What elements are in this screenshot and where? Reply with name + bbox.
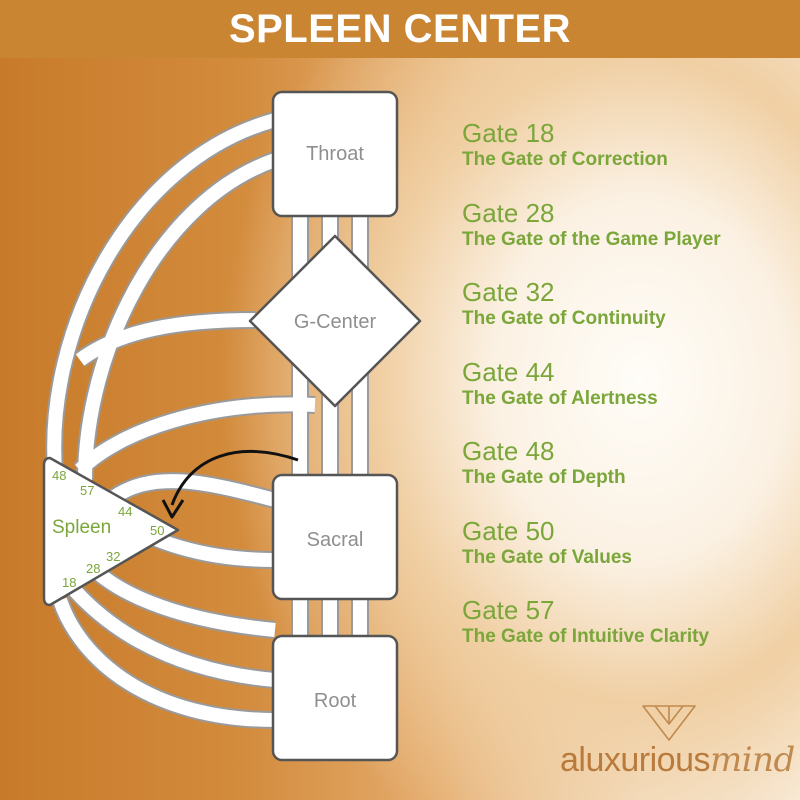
gate-label-48: 48 [52,468,66,483]
gate-number: Gate 44 [462,356,555,387]
root-label: Root [314,690,357,712]
gate-name: The Gate of the Game Player [462,228,721,250]
logo-mark-icon [642,705,696,741]
logo-script-text: mind [709,740,795,780]
gate-number: Gate 50 [462,515,555,546]
brand-logo: aluxuriousmind [560,700,795,790]
spleen-label: Spleen [52,517,111,538]
pointer-arrow [161,449,299,519]
gate-number: Gate 57 [462,595,555,625]
gate-name: The Gate of Correction [462,149,668,170]
gate-item: Gate 32 The Gate of Continuity [462,277,792,357]
gate-name: The Gate of Intuitive Clarity [462,626,710,647]
gate-name: The Gate of Alertness [462,387,658,409]
page-title: SPLEEN CENTER [228,6,572,51]
gate-name: The Gate of Values [462,546,632,568]
logo-main-text: aluxurious [560,741,710,779]
gate-item: Gate 18 The Gate of Correction [462,118,792,198]
sacral-label: Sacral [307,529,364,551]
throat-center: Throat [271,90,399,218]
gate-name: The Gate of Depth [462,467,626,488]
gate-item: Gate 44 The Gate of Alertness [462,357,792,437]
g-center: G-Center [248,234,422,408]
gate-list: Gate 18 The Gate of Correction Gate 28 T… [462,118,792,675]
gate-item: Gate 50 The Gate of Values [462,516,792,596]
gate-label-28: 28 [86,561,100,576]
gate-item: Gate 57 The Gate of Intuitive Clarity [462,595,792,675]
title-bar: SPLEEN CENTER [0,0,800,58]
gate-label-50: 50 [150,523,164,538]
sacral-center: Sacral [271,473,399,601]
gate-number: Gate 18 [462,118,555,148]
gate-label-32: 32 [106,549,120,564]
g-center-label: G-Center [294,311,377,333]
gate-label-18: 18 [62,575,76,590]
spleen-center: Spleen 48 57 44 50 32 28 18 [42,456,180,607]
gate-item: Gate 28 The Gate of the Game Player [462,198,792,278]
gate-label-57: 57 [80,483,94,498]
gate-number: Gate 28 [462,197,555,228]
gate-item: Gate 48 The Gate of Depth [462,436,792,516]
gate-label-44: 44 [118,504,132,519]
gate-number: Gate 32 [462,277,555,307]
gate-number: Gate 48 [462,436,555,466]
logo-wordmark: aluxuriousmind [560,740,795,780]
throat-label: Throat [306,143,364,165]
gate-name: The Gate of Continuity [462,308,666,329]
root-center: Root [271,634,399,762]
